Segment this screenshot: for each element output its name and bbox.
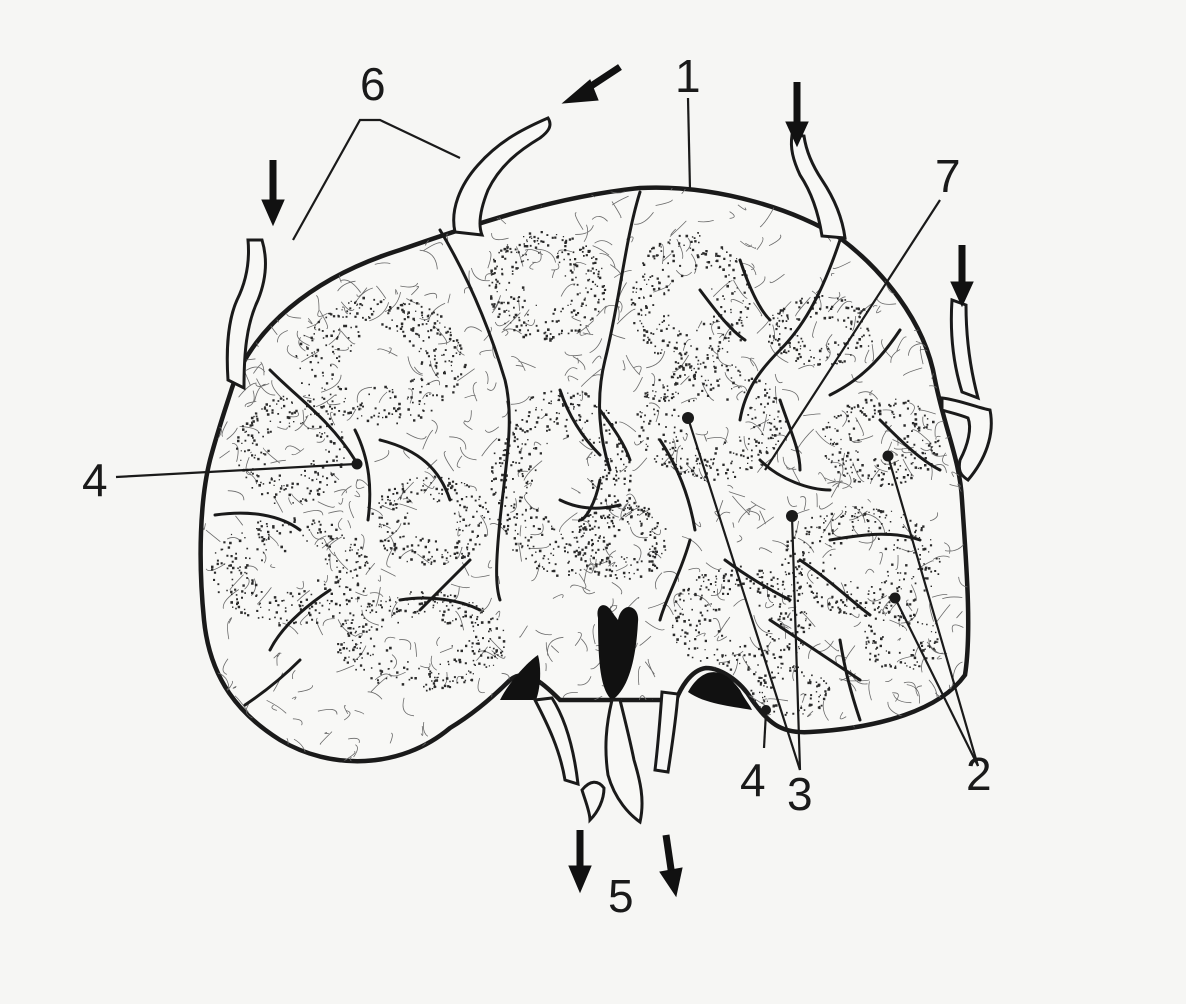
- arrow-in-right: [951, 245, 973, 306]
- label-4-left: 4: [82, 454, 108, 506]
- arrow-out-right: [660, 835, 682, 896]
- label-4-bottom: 4: [740, 754, 766, 806]
- label-3: 3: [787, 768, 813, 820]
- arrow-in-top-left: [262, 160, 284, 225]
- leader-4-left-dot: [352, 459, 363, 470]
- leader-6: [293, 120, 460, 240]
- label-5: 5: [608, 870, 634, 922]
- arrow-in-top-center: [563, 67, 620, 103]
- label-1: 1: [675, 50, 701, 102]
- leader-3a-dot: [682, 412, 694, 424]
- label-2: 2: [966, 748, 992, 800]
- efferent-vessels: [535, 692, 678, 822]
- leader-4-bottom-dot: [761, 705, 771, 715]
- label-7: 7: [935, 150, 961, 202]
- leader-1: [688, 98, 690, 190]
- leader-2b-dot: [890, 593, 901, 604]
- label-6: 6: [360, 58, 386, 110]
- leader-2a-dot: [883, 451, 894, 462]
- arrow-out-left: [569, 830, 591, 892]
- leader-3b-dot: [786, 510, 798, 522]
